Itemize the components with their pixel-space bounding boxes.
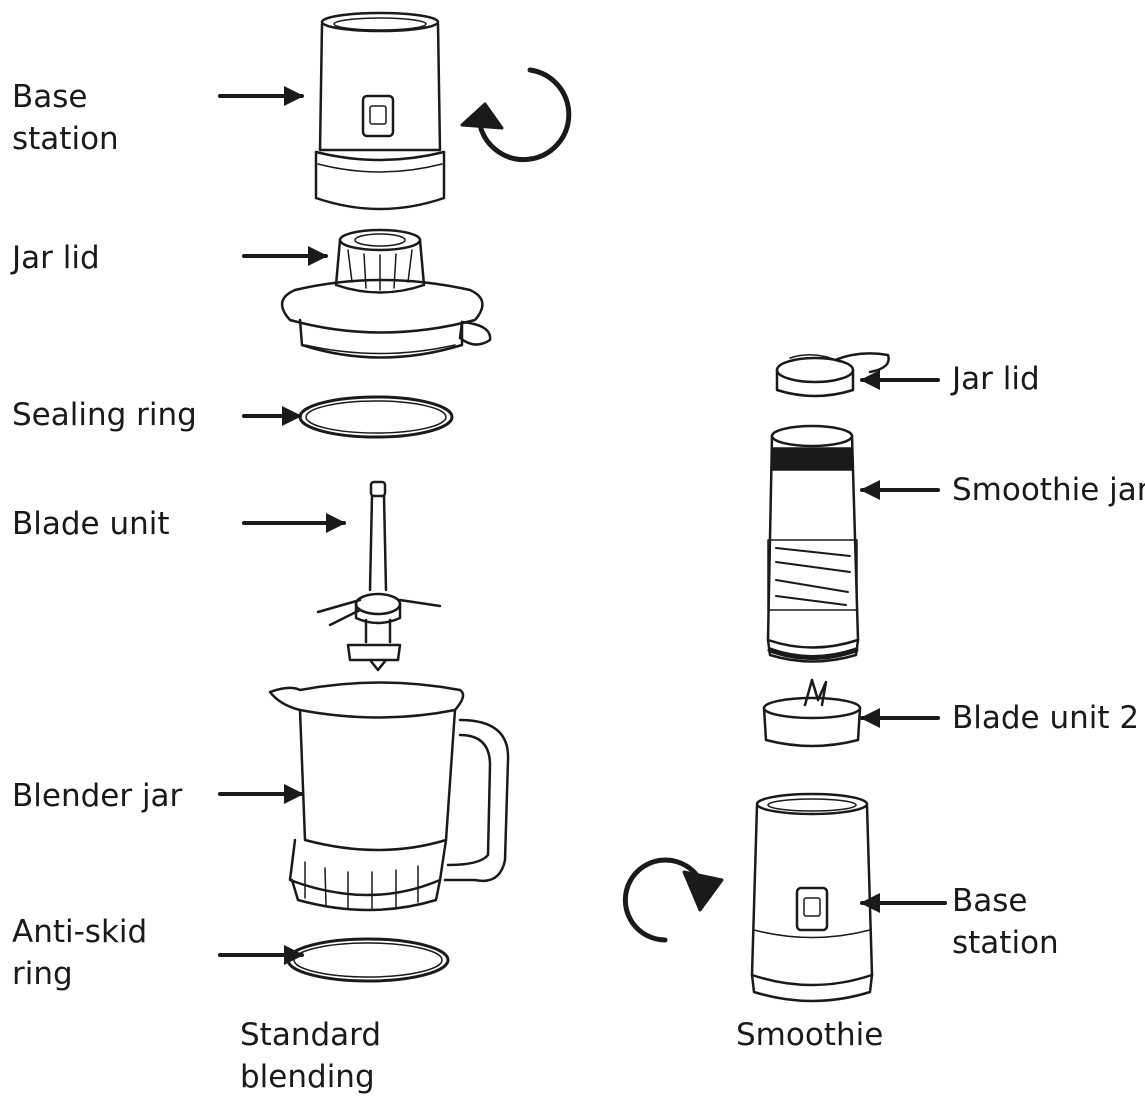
- smoothie-base-station-illustration: [750, 792, 874, 1003]
- anti-skid-ring-illustration: [286, 937, 450, 983]
- label-line: Anti-skid: [12, 914, 148, 950]
- smoothie-lid-illustration: [775, 352, 890, 398]
- label-sealing-ring: Sealing ring: [12, 397, 197, 433]
- smoothie-jar-illustration: [766, 424, 860, 663]
- label-line: station: [952, 925, 1059, 961]
- label-blade-unit-2: Blade unit 2: [952, 700, 1140, 736]
- label-jar-lid: Jar lid: [12, 240, 100, 276]
- caption-standard-blending: Standard blending: [240, 1014, 381, 1098]
- label-line: Base: [952, 883, 1028, 919]
- label-base-station: Base station: [12, 76, 119, 160]
- label-smoothie-jar-lid: Jar lid: [952, 361, 1040, 397]
- sealing-ring-illustration: [298, 395, 454, 439]
- label-line: station: [12, 121, 119, 157]
- rotate-arrow-icon: [460, 67, 572, 163]
- label-smoothie-jar: Smoothie jar: [952, 472, 1145, 508]
- blender-jar-illustration: [268, 681, 510, 912]
- caption-smoothie: Smoothie: [736, 1017, 884, 1053]
- label-blade-unit: Blade unit: [12, 506, 170, 542]
- label-line: Base: [12, 79, 88, 115]
- label-blender-jar: Blender jar: [12, 778, 183, 814]
- caption-line: blending: [240, 1059, 375, 1095]
- blade-unit-2-illustration: [762, 678, 862, 748]
- blade-unit-illustration: [316, 480, 442, 672]
- label-line: ring: [12, 956, 73, 992]
- base-station-illustration: [314, 11, 446, 211]
- label-smoothie-base-station: Base station: [952, 880, 1059, 964]
- caption-line: Standard: [240, 1017, 382, 1053]
- rotate-arrow-right-icon: [622, 857, 724, 943]
- label-anti-skid-ring: Anti-skid ring: [12, 911, 147, 995]
- jar-lid-illustration: [281, 228, 492, 359]
